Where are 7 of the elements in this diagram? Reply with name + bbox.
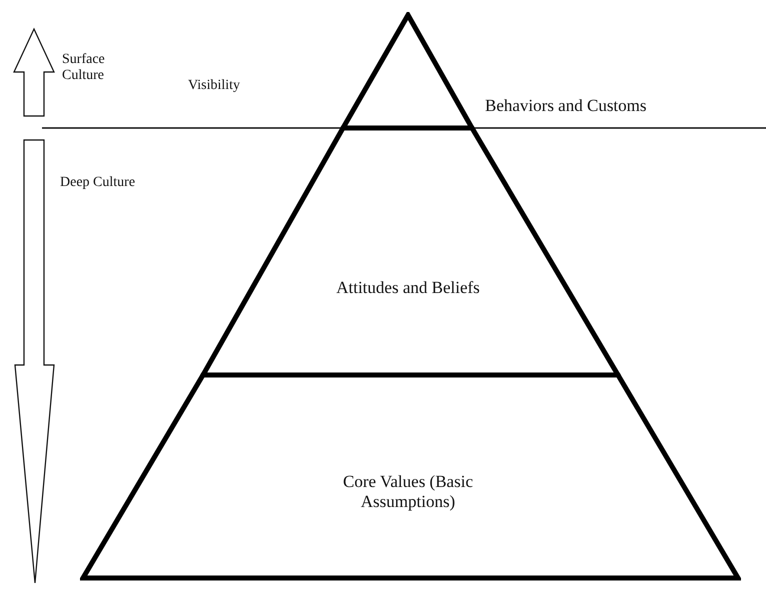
tier-label: Core Values (Basic Assumptions) <box>342 472 474 512</box>
tier-label: Attitudes and Beliefs <box>335 278 481 298</box>
pyramid-base <box>80 372 741 581</box>
side-label: Surface Culture <box>62 52 106 84</box>
side-label: Deep Culture <box>60 175 136 191</box>
tier-label: Behaviors and Customs <box>485 96 648 116</box>
side-label: Visibility <box>188 78 242 94</box>
